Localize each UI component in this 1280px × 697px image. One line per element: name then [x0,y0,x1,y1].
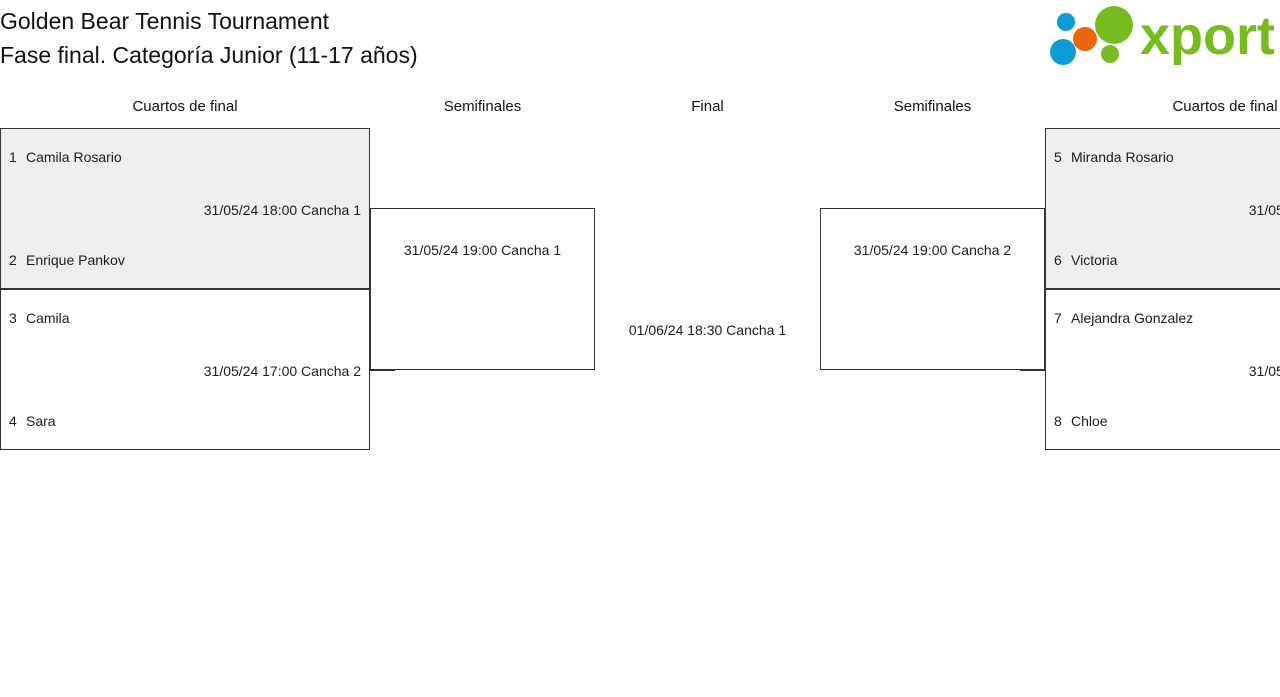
player-seed: 3 [9,310,17,326]
match-schedule: 31/05/24 19:00 Cancha 1 [403,242,562,258]
player-name: Victoria [1071,252,1118,268]
final-match-schedule[interactable]: 01/06/24 18:30 Cancha 1 [628,322,787,338]
round-header-quarterfinals-right: Cuartos de final [1172,98,1278,115]
player-slot[interactable]: 6 Victoria [1046,249,1280,271]
logo-dot-green-small [1101,45,1119,63]
player-seed: 6 [1054,252,1062,268]
match-box-qf1[interactable]: 1 Camila Rosario 31/05/24 18:00 Cancha 1… [0,128,370,289]
match-schedule: 31/05/24 17:00 Cancha 1 [1248,202,1280,218]
match-schedule: 31/05/24 18:00 Cancha 1 [203,202,361,218]
logo-dot-orange [1073,27,1097,51]
player-seed: 5 [1054,149,1062,165]
logo-dot-blue-small [1057,13,1075,31]
connector-qf4-to-sf2 [1020,370,1045,371]
match-schedule: 31/05/24 19:00 Cancha 2 [853,242,1012,258]
connector-qf2-to-sf1 [370,370,395,371]
player-slot[interactable]: 7 Alejandra Gonzalez [1046,307,1280,329]
match-schedule: 31/05/24 17:00 Cancha 2 [203,363,361,379]
logo-dot-green-large [1095,6,1133,44]
match-box-qf4[interactable]: 7 Alejandra Gonzalez 31/05/24 18:00 Canc… [1045,289,1280,450]
match-schedule: 31/05/24 18:00 Cancha 2 [1248,363,1280,379]
page-title: Golden Bear Tennis Tournament Fase final… [0,4,418,72]
player-seed: 8 [1054,413,1062,429]
player-name: Miranda Rosario [1071,149,1174,165]
xporty-logo[interactable]: xporty [1044,4,1274,66]
player-name: Enrique Pankov [26,252,125,268]
player-seed: 1 [9,149,17,165]
player-slot[interactable] [371,219,594,241]
match-box-qf2[interactable]: 3 Camila 31/05/24 17:00 Cancha 2 4 Sara [0,289,370,450]
logo-wordmark: xporty [1140,6,1274,66]
player-slot[interactable] [821,219,1044,241]
match-box-sf1[interactable]: 31/05/24 19:00 Cancha 1 [370,208,595,370]
player-slot[interactable] [821,337,1044,359]
connector-qf3-to-sf2 [1020,208,1045,209]
player-seed: 4 [9,413,17,429]
round-header-quarterfinals-left: Cuartos de final [132,98,238,115]
player-slot[interactable] [371,337,594,359]
player-name: Chloe [1071,413,1108,429]
match-box-qf3[interactable]: 5 Miranda Rosario 31/05/24 17:00 Cancha … [1045,128,1280,289]
player-name: Camila [26,310,70,326]
player-slot[interactable]: 4 Sara [1,410,369,432]
tournament-name: Golden Bear Tennis Tournament [0,8,330,34]
player-slot[interactable]: 8 Chloe [1046,410,1280,432]
round-headers: Cuartos de final Semifinales Final Semif… [0,96,1280,120]
round-header-semifinals-left: Semifinales [443,98,522,115]
player-slot[interactable]: 1 Camila Rosario [1,146,369,168]
player-name: Alejandra Gonzalez [1071,310,1194,326]
logo-dot-blue-large [1050,39,1076,65]
player-name: Sara [26,413,56,429]
round-header-semifinals-right: Semifinales [893,98,972,115]
match-box-sf2[interactable]: 31/05/24 19:00 Cancha 2 [820,208,1045,370]
tournament-subtitle: Fase final. Categoría Junior (11-17 años… [0,42,418,68]
round-header-final: Final [691,98,724,115]
player-name: Camila Rosario [26,149,122,165]
player-slot[interactable]: 2 Enrique Pankov [1,249,369,271]
player-seed: 2 [9,252,17,268]
page-header: Golden Bear Tennis Tournament Fase final… [0,0,1280,90]
player-seed: 7 [1054,310,1062,326]
player-slot[interactable]: 3 Camila [1,307,369,329]
player-slot[interactable]: 5 Miranda Rosario [1046,146,1280,168]
